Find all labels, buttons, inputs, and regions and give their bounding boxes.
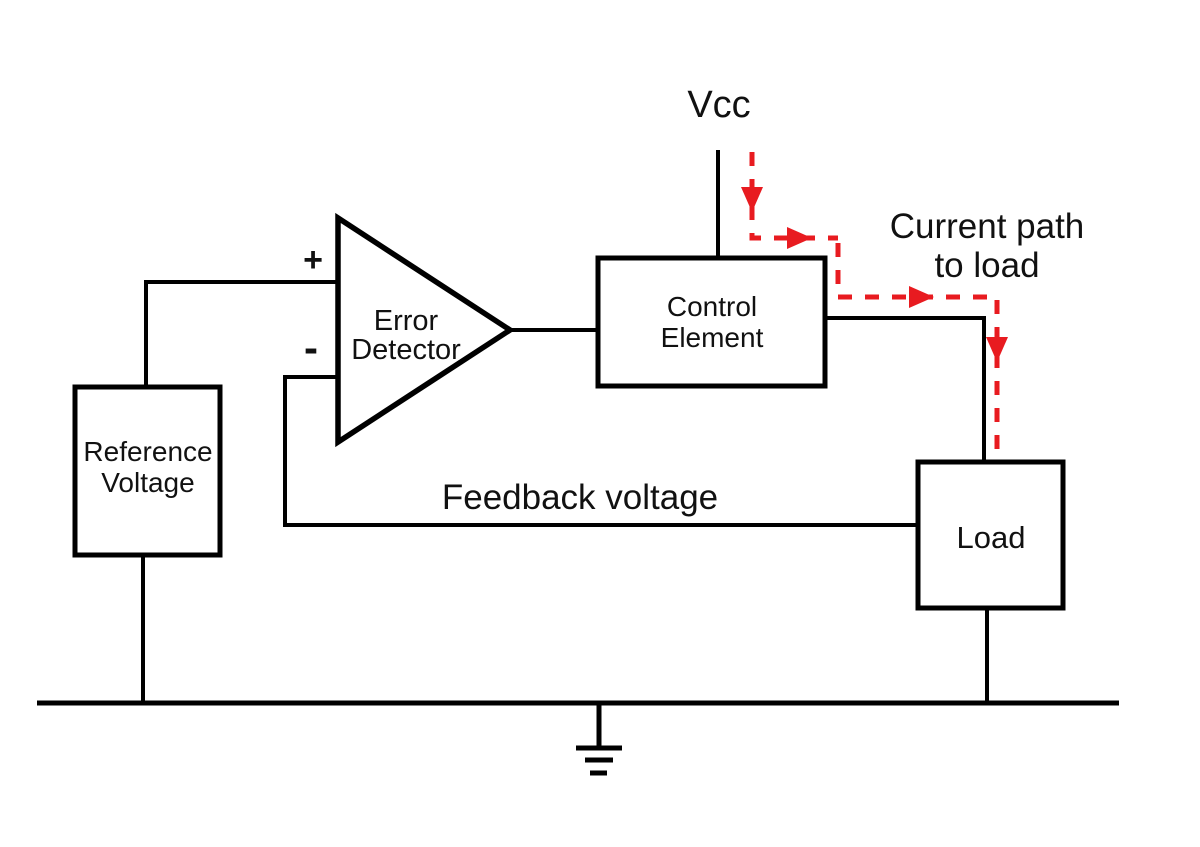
arrow-right-icon bbox=[909, 286, 934, 308]
labels: Vcc Current path to load + - Error Detec… bbox=[83, 84, 1084, 555]
wires bbox=[141, 150, 989, 703]
error-detector-label-line2: Detector bbox=[351, 334, 461, 366]
reference-voltage-label-line1: Reference bbox=[83, 436, 212, 467]
reference-voltage-box bbox=[72, 384, 223, 558]
plus-input-wire bbox=[144, 280, 340, 388]
feedback-voltage-label: Feedback voltage bbox=[442, 478, 718, 517]
control-output-wire bbox=[825, 316, 986, 463]
control-element-label-line2: Element bbox=[661, 322, 764, 353]
current-path-segment-1 bbox=[749, 152, 838, 241]
control-element-label-line1: Control bbox=[667, 291, 757, 322]
plus-input-label: + bbox=[303, 241, 323, 279]
error-detector-triangle bbox=[335, 212, 516, 448]
arrow-down-icon bbox=[741, 187, 763, 212]
feedback-wire bbox=[283, 375, 918, 527]
blocks bbox=[72, 212, 1066, 611]
ground bbox=[37, 700, 1119, 776]
arrow-right-icon bbox=[787, 227, 812, 249]
current-path-label-line2: to load bbox=[934, 246, 1039, 285]
vcc-label: Vcc bbox=[687, 84, 750, 126]
current-path-segment-2 bbox=[835, 243, 1000, 450]
minus-input-label: - bbox=[304, 324, 318, 371]
reference-voltage-label-line2: Voltage bbox=[101, 467, 194, 498]
current-path-label-line1: Current path bbox=[890, 207, 1085, 246]
load-label: Load bbox=[957, 520, 1026, 555]
load-box bbox=[915, 459, 1066, 611]
arrow-down-icon bbox=[986, 337, 1008, 362]
control-element-box bbox=[595, 255, 828, 389]
error-detector-label-line1: Error bbox=[374, 305, 439, 337]
current-path-arrowheads bbox=[741, 187, 1008, 362]
